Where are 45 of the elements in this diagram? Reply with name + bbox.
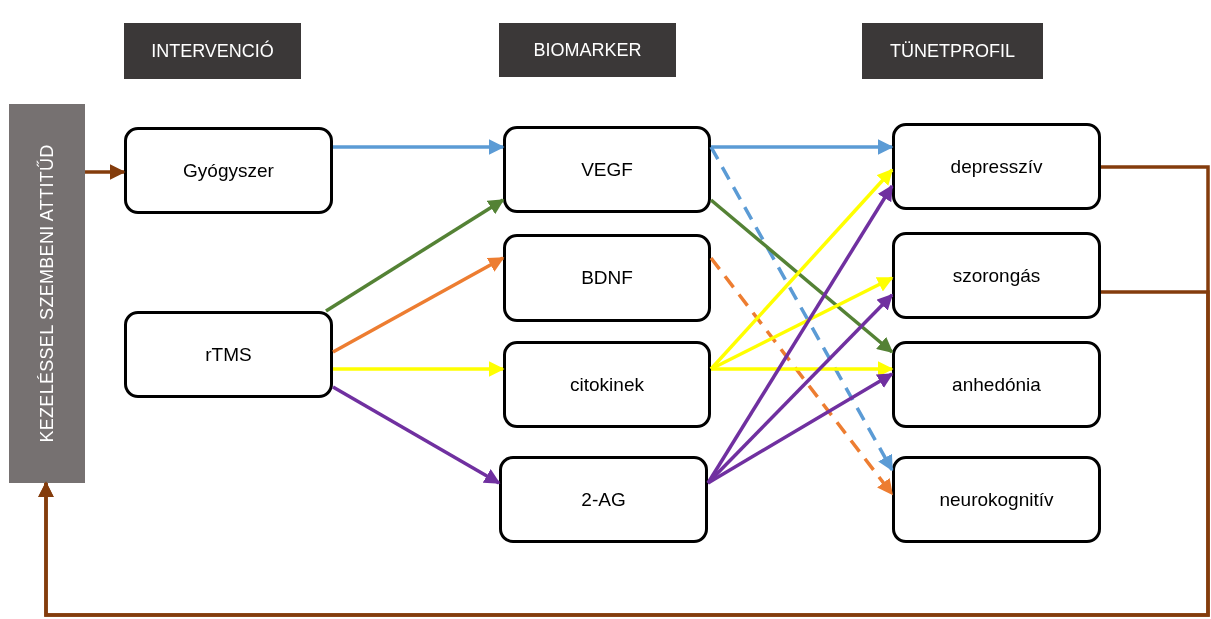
arrow <box>710 276 894 371</box>
arrow <box>333 139 505 155</box>
process-box <box>124 127 333 214</box>
arrow <box>709 146 894 472</box>
process-box <box>892 456 1101 543</box>
arrow <box>711 139 894 155</box>
node-label: INTERVENCIÓ <box>151 40 274 62</box>
node-label: BIOMARKER <box>533 39 642 61</box>
node-label: BDNF <box>581 267 633 289</box>
column-header <box>499 23 676 77</box>
column-header <box>124 23 301 79</box>
process-box <box>892 123 1101 210</box>
arrow <box>711 361 894 377</box>
arrow <box>709 198 894 354</box>
node-label: 2-AG <box>581 488 626 511</box>
process-box <box>892 341 1101 428</box>
process-box <box>892 232 1101 319</box>
node-label: KEZELÉSSEL SZEMBENI ATTITŰD <box>36 144 58 443</box>
arrow <box>38 290 1210 617</box>
arrow <box>333 361 505 377</box>
arrow <box>709 256 894 496</box>
process-box <box>503 234 711 322</box>
node-label: Gyógyszer <box>183 159 274 182</box>
node-label: neurokognitív <box>939 488 1054 511</box>
process-box <box>124 311 333 398</box>
arrow <box>706 184 894 484</box>
node-label: szorongás <box>952 264 1041 287</box>
side-bar <box>9 104 85 483</box>
arrow <box>709 168 894 371</box>
node-label: depresszív <box>950 155 1043 178</box>
column-header <box>862 23 1043 79</box>
node-label: TÜNETPROFIL <box>890 40 1015 62</box>
node-label: anhedónia <box>952 373 1041 396</box>
node-label: rTMS <box>205 343 252 366</box>
process-box <box>503 341 711 428</box>
node-label: VEGF <box>581 158 633 181</box>
arrow <box>325 198 505 313</box>
arrow <box>707 372 894 485</box>
arrow <box>706 293 894 485</box>
process-box <box>503 126 711 213</box>
process-box <box>499 456 708 543</box>
arrow <box>332 385 501 485</box>
node-label: citokinek <box>570 373 644 396</box>
arrow <box>85 164 126 180</box>
arrow <box>332 256 505 354</box>
